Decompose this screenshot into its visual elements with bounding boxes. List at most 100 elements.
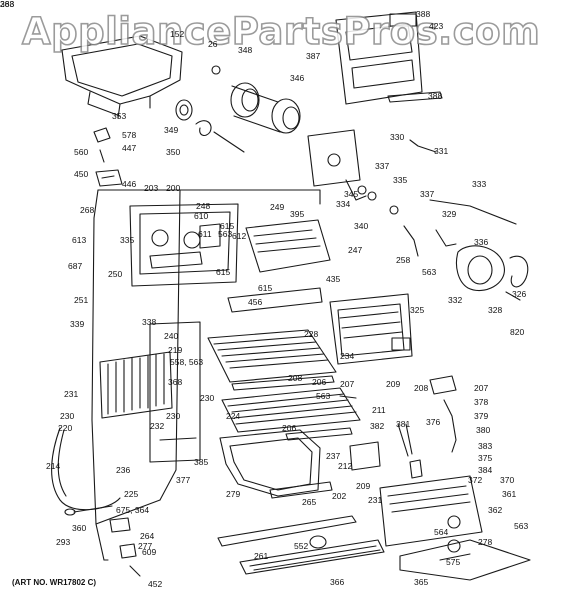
part-callout: 353 [112, 111, 127, 121]
part-callout: 368 [168, 377, 183, 387]
lower-shelf [221, 387, 361, 441]
part-callout: 366 [330, 577, 345, 587]
part-callout: 361 [502, 489, 517, 499]
part-callout: 365 [414, 577, 429, 587]
small-hardware-left [93, 127, 123, 187]
part-callout: 384 [478, 465, 493, 475]
part-callout: 336 [474, 237, 489, 247]
crisper-drawer [219, 429, 333, 499]
part-callout: 277 [138, 541, 153, 551]
part-callout: 346 [290, 73, 305, 83]
part-callout: 232 [150, 421, 165, 431]
part-callout: 615 [220, 221, 235, 231]
part-callout: 376 [426, 417, 441, 427]
part-callout: 452 [148, 579, 163, 589]
ice-maker [329, 293, 413, 365]
part-callout: 446 [122, 179, 137, 189]
dispenser-door [335, 11, 443, 105]
part-callout: 203 [144, 183, 159, 193]
part-callout: 379 [474, 411, 489, 421]
part-callout: 575 [446, 557, 461, 567]
part-callout: 152 [170, 29, 185, 39]
part-callout: 348 [238, 45, 253, 55]
watermark-logo: AppliancePartsPros.com [21, 9, 541, 54]
part-callout: 230 [200, 393, 215, 403]
part-callout: 362 [488, 505, 503, 515]
ice-bucket [61, 35, 183, 119]
evaporator-cover [227, 287, 323, 313]
part-callout: 264 [140, 531, 155, 541]
part-callout: 234 [340, 351, 355, 361]
part-callout: 383 [478, 441, 493, 451]
part-callout: 228 [304, 329, 319, 339]
part-callout: 231 [368, 495, 383, 505]
upper-shelf [207, 329, 337, 391]
kick-plate [217, 515, 385, 575]
part-callout: 372 [468, 475, 483, 485]
control-housing [129, 203, 239, 287]
part-callout: 363 [0, 0, 15, 9]
part-callout: 552 [294, 541, 309, 551]
part-callout: 200 [166, 183, 181, 193]
part-callout: 560 [74, 147, 89, 157]
part-callout: 328 [488, 305, 503, 315]
part-callout: 387 [306, 51, 321, 61]
part-callout: 332 [448, 295, 463, 305]
part-callout: 331 [434, 146, 449, 156]
part-callout: 615 [216, 267, 231, 277]
part-callout: 338 [142, 317, 157, 327]
cabinet-liner [91, 189, 321, 561]
part-callout: 378 [474, 397, 489, 407]
part-callout: 258 [396, 255, 411, 265]
part-callout: 395 [290, 209, 305, 219]
air-duct-panel [245, 219, 331, 273]
fan-motor-bracket [307, 129, 529, 301]
part-callout: 237 [326, 451, 341, 461]
part-callout: 325 [410, 305, 425, 315]
part-callout: 225 [124, 489, 139, 499]
part-callout: 224 [226, 411, 241, 421]
part-callout: 558, 563 [170, 357, 204, 367]
part-callout: 288 [0, 0, 15, 9]
part-callout: 330 [390, 132, 405, 142]
part-callout: 212 [338, 461, 353, 471]
part-callout: 610 [194, 211, 209, 221]
part-callout: 211 [372, 405, 386, 415]
part-callout: 278 [478, 537, 493, 547]
part-callout: 261 [254, 551, 269, 561]
part-callout: 335 [120, 235, 135, 245]
part-callout: 335 [393, 175, 408, 185]
part-callout: 563 [422, 267, 437, 277]
part-callout: 350 [166, 147, 181, 157]
part-callout: 388 [428, 91, 443, 101]
part-callout: 251 [74, 295, 89, 305]
part-callout: 456 [248, 297, 263, 307]
part-callout: 26 [208, 39, 218, 49]
part-callout: 207 [340, 379, 355, 389]
part-callout: 206 [312, 377, 327, 387]
part-callout: 209 [386, 379, 401, 389]
part-callout: 615 [258, 283, 273, 293]
part-callout: 230 [166, 411, 181, 421]
part-callout: 231 [64, 389, 79, 399]
part-callout: 450 [74, 169, 89, 179]
part-callout: 563 [514, 521, 529, 531]
part-callout: 207 [474, 383, 489, 393]
part-callout: 388 [416, 9, 431, 19]
evaporator-coil [99, 351, 173, 419]
part-callout: 240 [164, 331, 179, 341]
part-callout: 326 [512, 289, 527, 299]
control-board [149, 321, 201, 463]
part-callout: 337 [420, 189, 435, 199]
part-callout: 611 [198, 229, 212, 239]
part-callout: 247 [348, 245, 363, 255]
small-hardware-lower-left [64, 505, 141, 577]
part-callout: 236 [116, 465, 131, 475]
part-callout: 349 [164, 125, 179, 135]
part-callout: 206 [282, 423, 297, 433]
part-callout: 381 [396, 419, 411, 429]
part-callout: 249 [270, 202, 285, 212]
part-callout: 609 [142, 547, 157, 557]
part-callout: 423 [429, 21, 444, 31]
